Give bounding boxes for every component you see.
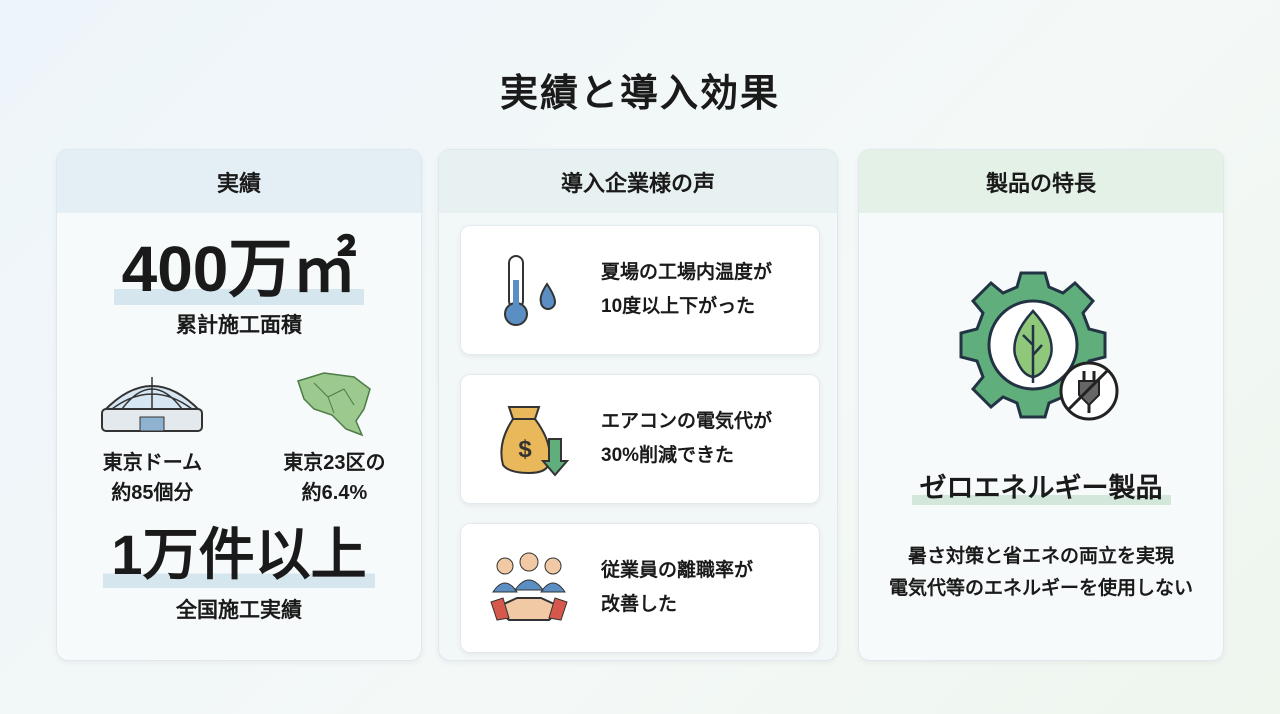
voices-header: 導入企業様の声	[439, 150, 837, 213]
dome-comparison: 東京ドーム 約85個分	[92, 369, 212, 508]
svg-text:$: $	[518, 436, 532, 463]
results-header: 実績	[57, 150, 421, 213]
feature-line1: 暑さ対策と省エネの両立を実現	[907, 546, 1174, 567]
voice-line2: 10度以上下がった	[601, 296, 756, 317]
dome-line1: 東京ドーム	[102, 452, 203, 474]
count-value: 1万件以上	[103, 522, 375, 588]
money-bag-icon: $	[500, 406, 569, 477]
dome-stadium-icon	[101, 377, 204, 432]
wards-line1: 東京23区の	[283, 452, 386, 474]
voice-line1: 夏場の工場内温度が	[601, 262, 773, 283]
wards-comparison: 東京23区の 約6.4%	[283, 369, 386, 508]
dome-line2: 約85個分	[111, 482, 194, 504]
voice-line1: 従業員の離職率が	[601, 560, 754, 581]
voice-line1: エアコンの電気代が	[601, 411, 773, 432]
results-card: 実績 400万㎡ 累計施工面積 東京ドーム 約85個分 東京23区の 約6.4%…	[56, 149, 422, 661]
voice-item: 夏場の工場内温度が 10度以上下がった	[460, 225, 820, 355]
features-card: 製品の特長 ゼロエネルギー製品 暑さ対策と省エネの両立を実現 電気代等のエネルギ…	[858, 149, 1224, 661]
product-name: ゼロエネルギー製品	[911, 466, 1171, 505]
voice-item: $ エアコンの電気代が 30%削減できた	[460, 374, 820, 504]
tokyo-map-icon	[297, 372, 372, 437]
thermometer-icon	[504, 255, 557, 326]
area-label: 累計施工面積	[176, 314, 302, 337]
gear-leaf-no-plug-icon	[959, 271, 1119, 421]
voice-item: 従業員の離職率が改善した	[460, 523, 820, 653]
features-header: 製品の特長	[859, 150, 1223, 213]
feature-line2: 電気代等のエネルギーを使用しない	[888, 578, 1193, 599]
wards-line2: 約6.4%	[301, 482, 368, 504]
page-title: 実績と導入効果	[499, 73, 780, 115]
handshake-people-icon	[490, 552, 568, 621]
area-value: 400万㎡	[113, 233, 365, 305]
voices-card: 導入企業様の声 夏場の工場内温度が 10度以上下がった $ エアコンの電気代が 30…	[438, 149, 838, 661]
voice-line2: 30%削減できた	[601, 445, 735, 466]
count-label: 全国施工実績	[176, 599, 302, 622]
voice-line2: 改善した	[601, 594, 678, 615]
